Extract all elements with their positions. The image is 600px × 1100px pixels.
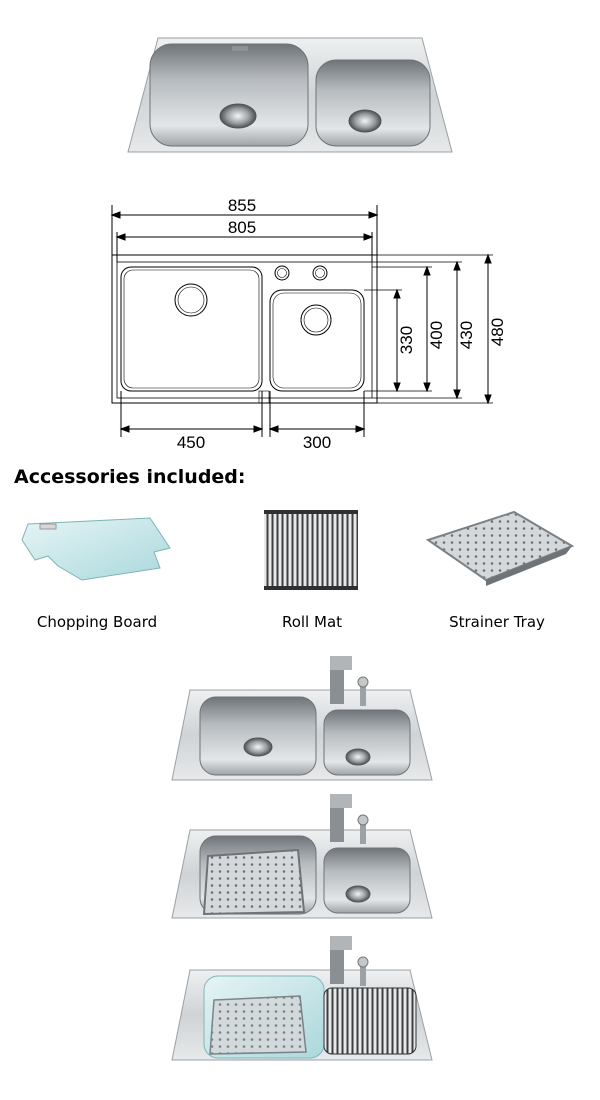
sink-photo-with-tray <box>171 794 433 919</box>
dim-480: 480 <box>488 318 507 346</box>
roll-mat-image <box>264 510 358 590</box>
dim-805: 805 <box>228 218 256 237</box>
dim-430: 430 <box>457 321 476 349</box>
sink-top-photo <box>127 37 453 153</box>
accessory-label-strainer-tray: Strainer Tray <box>449 613 545 631</box>
dim-450: 450 <box>177 433 205 452</box>
dim-330: 330 <box>397 326 416 354</box>
dimension-drawing <box>110 205 493 437</box>
dim-400: 400 <box>427 321 446 349</box>
accessories-heading: Accessories included: <box>14 466 246 488</box>
sink-photo-empty <box>171 656 433 781</box>
accessory-label-chopping-board: Chopping Board <box>36 613 158 631</box>
chopping-board-image <box>21 517 171 581</box>
strainer-tray-image <box>425 510 575 586</box>
dim-300: 300 <box>303 433 331 452</box>
accessory-label-roll-mat: Roll Mat <box>281 613 343 631</box>
dim-855: 855 <box>228 196 256 215</box>
sink-photo-all-accessories <box>171 936 433 1061</box>
